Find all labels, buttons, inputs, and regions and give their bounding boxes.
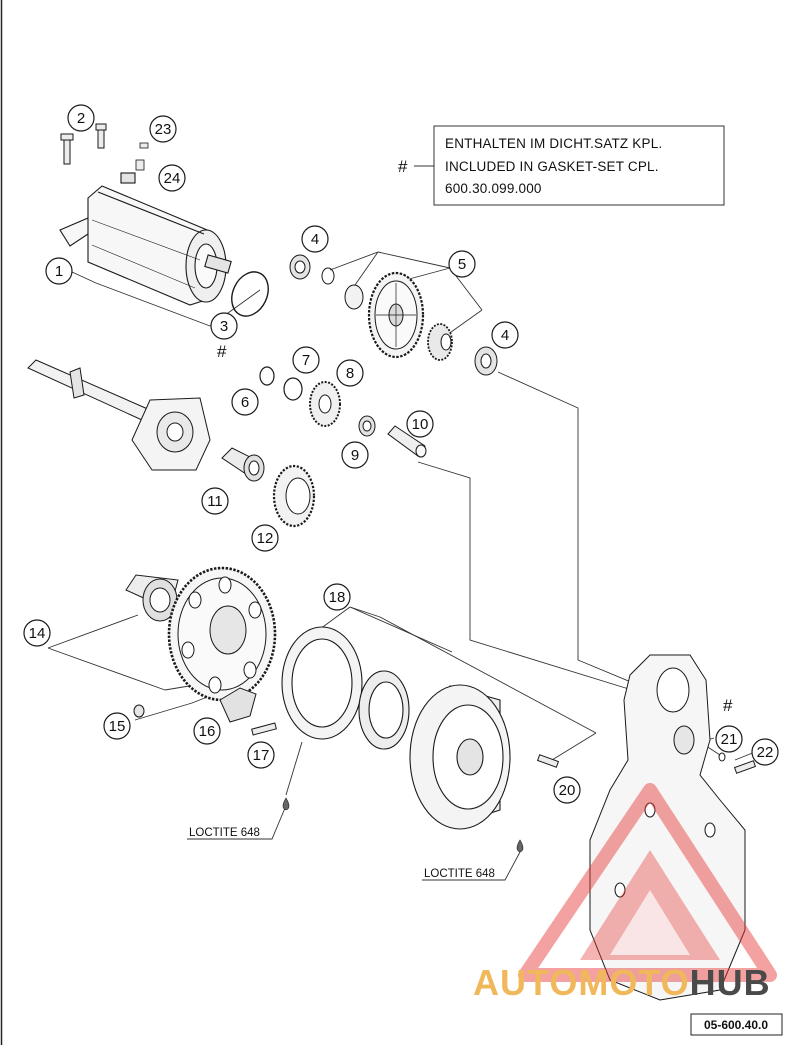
hash-marker-21: # [723,696,733,715]
needle-bearing-11 [221,447,265,482]
callout-5: 5 [458,256,466,273]
callout-circle-9 [341,441,369,469]
callout-2: 2 [77,110,85,127]
callout-circle-7 [292,346,320,374]
note-box [433,125,725,206]
crankshaft [27,359,211,471]
callout-circle-8 [336,359,364,387]
watermark-triangle-core [610,890,690,955]
callout-circle-1 [45,257,73,285]
callout-circle-2 [67,104,95,132]
freewheel-ring [281,626,363,740]
note-line-3: 600.30.099.000 [445,181,542,196]
watermark-part-2: HUB [690,962,771,1003]
crankcase-cover [589,654,746,1001]
bearing-4-upper [289,254,311,280]
callout-23: 23 [155,121,172,138]
callout-11: 11 [207,493,223,510]
note-marker: # [398,157,408,176]
gasket-set-note: ENTHALTEN IM DICHT.SATZ KPL. INCLUDED IN… [398,125,725,206]
note-line-2: INCLUDED IN GASKET-SET CPL. [445,159,659,174]
freewheel-housing [358,670,410,750]
starter-idler-gear [167,566,277,702]
callout-circle-24 [158,164,186,192]
watermark-triangle-outer [518,783,777,982]
callout-circle-23 [149,115,177,143]
callout-15: 15 [109,718,126,735]
callout-8: 8 [346,365,354,382]
pin-10 [387,425,427,458]
callout-circle-11 [201,487,229,515]
callout-20: 20 [559,782,576,799]
callout-7: 7 [302,352,310,369]
gear-8 [309,381,341,427]
callout-4b: 4 [501,327,509,344]
callout-22: 22 [757,744,774,761]
circlip-6 [259,366,275,386]
callout-14: 14 [29,625,46,642]
callout-circle-12 [251,524,279,552]
callout-1: 1 [55,263,63,280]
loctite-label-2: LOCTITE 648 [424,868,495,880]
bushing-15 [133,704,145,718]
washer-7 [283,377,303,401]
callout-circle-18 [323,583,351,611]
washer-small [321,267,335,285]
callout-circle-16 [193,717,221,745]
starter-motor [59,172,232,306]
callout-labels: 1 2 3 4 4 5 6 7 8 9 10 11 12 14 15 16 17… [29,110,774,799]
callout-circle-20 [553,776,581,804]
bearing-9 [358,415,376,437]
callout-circle-14 [23,619,51,647]
callout-circle-6 [231,388,259,416]
callout-circle-10 [406,410,434,438]
callout-circle-21 [715,725,743,753]
callout-circle-3 [210,312,238,340]
screw-20 [536,754,560,768]
loctite-label-1: LOCTITE 648 [189,827,260,839]
callouts [23,104,779,804]
callout-circle-15 [103,712,131,740]
washer-large [344,284,364,310]
watermark-logo [518,783,777,982]
reference-box [690,1013,783,1036]
loctite-drop-2 [516,839,524,853]
reference-number: 05-600.40.0 [704,1018,768,1032]
callout-24: 24 [164,170,181,187]
gear-12 [272,464,316,528]
needle-bearing-14 [125,574,179,622]
callout-17: 17 [253,747,270,764]
seal-23 [139,142,149,149]
rotor-flywheel [409,684,511,830]
callout-circle-5 [448,250,476,278]
hash-marker-3: # [217,342,227,361]
callout-16: 16 [199,723,216,740]
callout-9: 9 [351,447,359,464]
gear-5 [367,271,425,359]
pinion-gear [427,323,453,361]
loctite-drop-1 [282,797,290,811]
callout-18: 18 [329,589,346,606]
callout-10: 10 [412,416,429,433]
bracket-16 [219,687,257,723]
callout-3: 3 [220,318,228,335]
callout-12: 12 [257,530,274,547]
callout-6: 6 [241,394,249,411]
bearing-4-lower [474,346,498,376]
screw-17 [251,722,277,736]
plug-24 [135,159,145,171]
callout-4a: 4 [311,231,319,248]
small-parts-21-22 [718,752,757,774]
watermark-part-1: AUTOMOTO [473,962,690,1003]
callout-circle-4a [301,225,329,253]
watermark-text: AUTOMOTOHUB [473,962,771,1003]
screw-2 [60,123,107,165]
callout-circle-4b [491,321,519,349]
note-line-1: ENTHALTEN IM DICHT.SATZ KPL. [445,136,662,151]
callout-circle-17 [247,741,275,769]
callout-circle-22 [751,738,779,766]
o-ring-3 [231,271,269,317]
callout-21: 21 [721,731,738,748]
